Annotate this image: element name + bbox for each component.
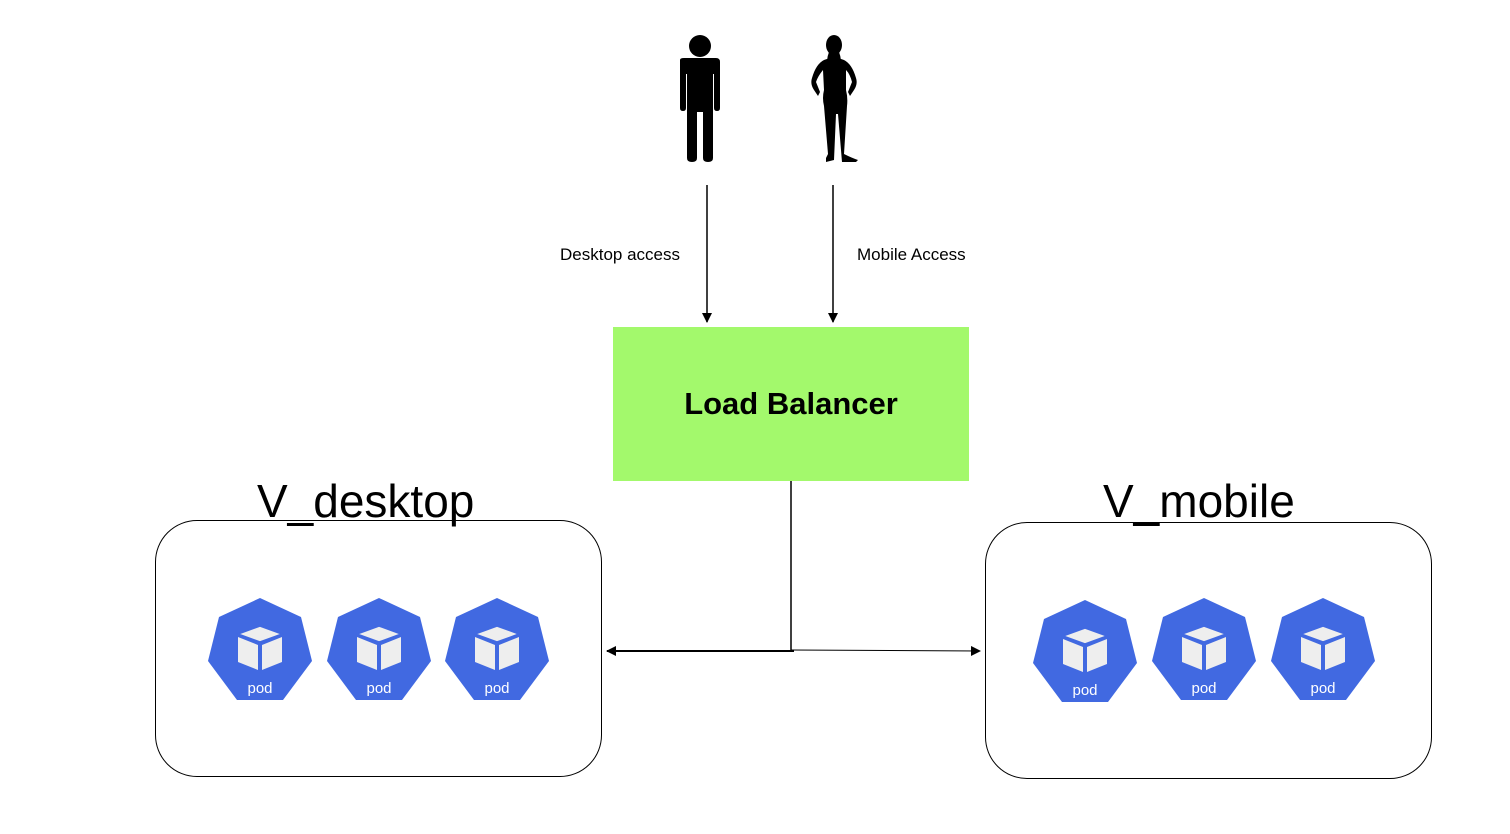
mobile-access-label: Mobile Access [857,245,966,264]
v-mobile-group[interactable] [985,522,1432,779]
pod-icon[interactable]: pod [205,596,315,704]
man-silhouette-icon [680,35,720,162]
pod-label: pod [247,680,272,697]
pod-icon[interactable]: pod [324,596,434,704]
pod-icon[interactable]: pod [442,596,552,704]
pod-label: pod [484,680,509,697]
v-mobile-title: V_mobile [1103,475,1295,527]
pod-icon[interactable]: pod [1030,598,1140,706]
woman-silhouette-icon [811,35,858,162]
load-balancer-box[interactable]: Load Balancer [613,327,969,481]
pod-label: pod [1310,680,1335,697]
pod-icon[interactable]: pod [1149,596,1259,704]
to-mobile-arrow [790,645,981,656]
pod-label: pod [1072,682,1097,699]
pod-label: pod [366,680,391,697]
pod-label: pod [1191,680,1216,697]
pod-icon[interactable]: pod [1268,596,1378,704]
load-balancer-label: Load Balancer [684,386,898,421]
desktop-access-label: Desktop access [560,245,680,264]
v-desktop-title: V_desktop [257,475,475,527]
v-desktop-group[interactable] [155,520,602,777]
